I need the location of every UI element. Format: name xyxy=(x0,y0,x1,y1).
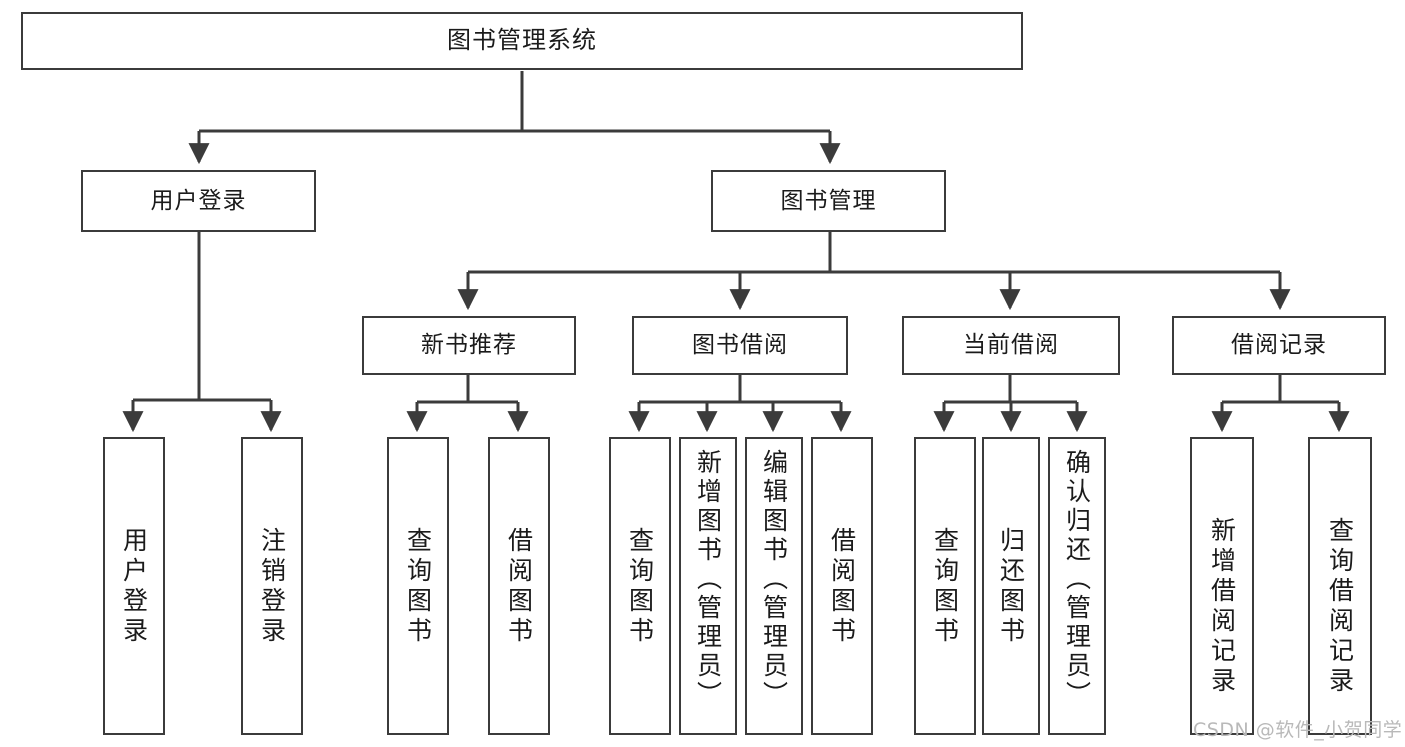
leaf-new-book-borrow-book[interactable]: 借阅图书 xyxy=(488,437,550,735)
node-new-book-recommend[interactable]: 新书推荐 xyxy=(362,316,576,375)
node-label: 确认归还（管理员） xyxy=(1062,449,1092,710)
node-label: 图书管理系统 xyxy=(447,26,597,55)
node-current-borrow[interactable]: 当前借阅 xyxy=(902,316,1120,375)
node-label: 图书借阅 xyxy=(692,332,788,359)
node-label: 查询图书 xyxy=(625,527,655,647)
node-label: 借阅记录 xyxy=(1231,332,1327,359)
node-label: 查询图书 xyxy=(930,527,960,647)
node-label: 新书推荐 xyxy=(421,332,517,359)
leaf-new-book-query-book[interactable]: 查询图书 xyxy=(387,437,449,735)
node-label: 当前借阅 xyxy=(963,332,1059,359)
node-label: 借阅图书 xyxy=(827,527,857,647)
leaf-borrow-record-query-record[interactable]: 查询借阅记录 xyxy=(1308,437,1372,735)
leaf-book-borrow-add-book-admin[interactable]: 新增图书（管理员） xyxy=(679,437,737,735)
node-book-borrow[interactable]: 图书借阅 xyxy=(632,316,848,375)
node-label: 用户登录 xyxy=(150,187,247,214)
node-label: 图书管理 xyxy=(780,187,877,214)
leaf-current-borrow-query-book[interactable]: 查询图书 xyxy=(914,437,976,735)
node-label: 用户登录 xyxy=(119,527,149,647)
node-user-login[interactable]: 用户登录 xyxy=(81,170,316,232)
leaf-user-login-login[interactable]: 用户登录 xyxy=(103,437,165,735)
node-label: 新增借阅记录 xyxy=(1207,517,1237,697)
leaf-borrow-record-add-record[interactable]: 新增借阅记录 xyxy=(1190,437,1254,735)
node-label: 新增图书（管理员） xyxy=(693,449,723,710)
node-root-book-management-system[interactable]: 图书管理系统 xyxy=(21,12,1023,70)
csdn-watermark: CSDN @软件_小贺同学 xyxy=(1193,719,1403,741)
node-label: 借阅图书 xyxy=(504,527,534,647)
node-label: 归还图书 xyxy=(996,527,1026,647)
leaf-user-login-logout[interactable]: 注销登录 xyxy=(241,437,303,735)
leaf-current-borrow-confirm-return-admin[interactable]: 确认归还（管理员） xyxy=(1048,437,1106,735)
node-label: 查询图书 xyxy=(403,527,433,647)
node-label: 注销登录 xyxy=(257,527,287,647)
node-label: 编辑图书（管理员） xyxy=(759,449,789,710)
leaf-book-borrow-query-book[interactable]: 查询图书 xyxy=(609,437,671,735)
leaf-current-borrow-return-book[interactable]: 归还图书 xyxy=(982,437,1040,735)
node-book-management[interactable]: 图书管理 xyxy=(711,170,946,232)
node-label: 查询借阅记录 xyxy=(1325,517,1355,697)
node-borrow-record[interactable]: 借阅记录 xyxy=(1172,316,1386,375)
leaf-book-borrow-edit-book-admin[interactable]: 编辑图书（管理员） xyxy=(745,437,803,735)
leaf-book-borrow-borrow-book[interactable]: 借阅图书 xyxy=(811,437,873,735)
